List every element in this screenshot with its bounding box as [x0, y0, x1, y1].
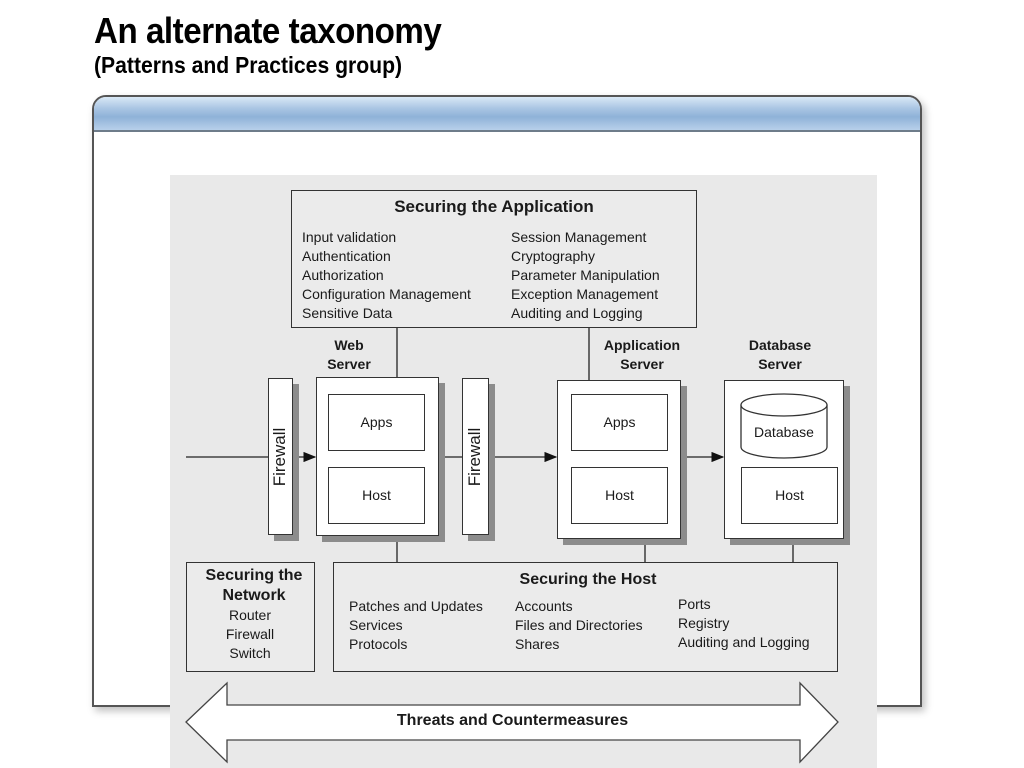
app-server-host-label: Host: [605, 487, 634, 503]
list-item: Patches and Updates: [349, 598, 483, 614]
application-title: Securing the Application: [394, 197, 594, 216]
app-server-host: [571, 467, 668, 524]
db-server-label-line2: Server: [758, 356, 802, 372]
app-server-apps-label: Apps: [603, 414, 636, 430]
list-item: Auditing and Logging: [511, 305, 643, 321]
list-item: Cryptography: [511, 248, 596, 264]
app-server-label-line1: Application: [603, 337, 681, 353]
db-server-label-line1: Database: [748, 337, 812, 353]
app-server-apps: [571, 394, 668, 451]
list-item: Protocols: [349, 636, 408, 652]
list-item: Parameter Manipulation: [511, 267, 660, 283]
list-item: Services: [349, 617, 403, 633]
slide-subtitle: (Patterns and Practices group): [94, 52, 403, 78]
network-title-line1: Securing the: [205, 567, 303, 584]
list-item: Auditing and Logging: [678, 634, 810, 650]
list-item: Input validation: [302, 229, 397, 245]
web-server-apps-label: Apps: [360, 414, 393, 430]
securing-application-box: [291, 190, 697, 328]
list-item: Session Management: [511, 229, 647, 245]
list-item: Shares: [515, 636, 560, 652]
frame-header-bar: [94, 97, 920, 132]
host-title: Securing the Host: [519, 571, 657, 588]
network-item: Switch: [229, 645, 271, 661]
web-server-label-line2: Server: [327, 356, 371, 372]
list-item: Registry: [678, 615, 730, 631]
db-server-host: [741, 467, 838, 524]
network-item: Firewall: [225, 626, 275, 642]
threats-label: Threats and Countermeasures: [396, 712, 629, 729]
securing-host-box: [333, 562, 838, 672]
web-server-apps: [328, 394, 425, 451]
firewall-1: [268, 378, 293, 535]
list-item: Configuration Management: [302, 286, 471, 302]
list-item: Ports: [678, 596, 711, 612]
threats-double-arrow: [185, 681, 839, 764]
app-server-label-line2: Server: [620, 356, 664, 372]
list-item: Accounts: [515, 598, 573, 614]
list-item: Files and Directories: [515, 617, 643, 633]
web-server-label-line1: Web: [334, 337, 364, 353]
web-server-host-label: Host: [362, 487, 391, 503]
list-item: Authorization: [302, 267, 384, 283]
list-item: Exception Management: [511, 286, 659, 302]
network-item: Router: [228, 607, 272, 623]
db-server-host-label: Host: [775, 487, 804, 503]
web-server-host: [328, 467, 425, 524]
slide-title: An alternate taxonomy: [94, 10, 442, 51]
network-title-line2: Network: [222, 587, 286, 604]
list-item: Sensitive Data: [302, 305, 393, 321]
list-item: Authentication: [302, 248, 391, 264]
firewall-2: [462, 378, 489, 535]
securing-network-box: [186, 562, 315, 672]
database-label: Database: [754, 424, 814, 440]
